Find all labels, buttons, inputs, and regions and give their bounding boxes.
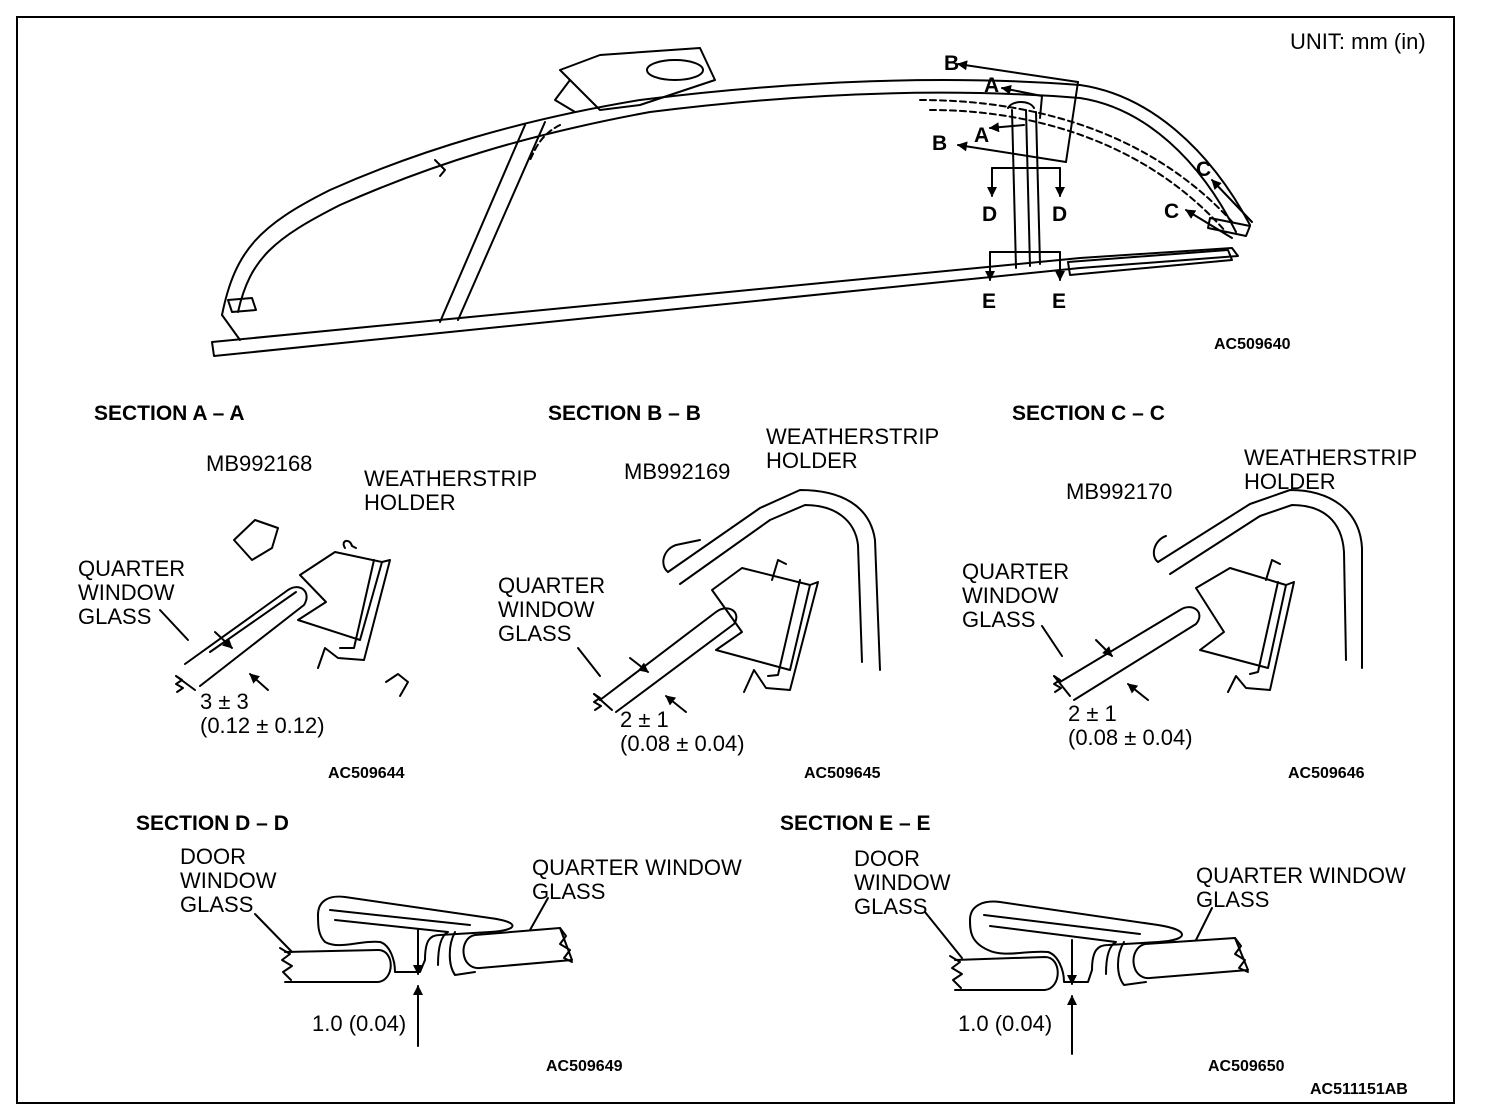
section-aa-glass: QUARTER WINDOW GLASS [78, 556, 186, 629]
section-bb-title: SECTION B – B [548, 402, 701, 425]
section-dd-dim: 1.0 (0.04) [312, 1011, 407, 1036]
marker-c-lower: C [1164, 200, 1180, 223]
section-aa-title: SECTION A – A [94, 402, 245, 425]
section-cc-glass: QUARTER WINDOW GLASS [962, 559, 1070, 632]
section-dd-quarter: QUARTER WINDOW GLASS [532, 855, 742, 904]
marker-a-upper: A [984, 74, 1000, 97]
section-cc-dim-in: (0.08 ± 0.04) [1068, 725, 1193, 750]
section-dd-title: SECTION D – D [136, 812, 289, 835]
section-cc-dim: 2 ± 1 [1068, 701, 1117, 726]
section-ee-drawing [924, 900, 1249, 1055]
overview-drawing [211, 47, 1253, 357]
section-cc-tool: MB992170 [1066, 479, 1173, 504]
section-bb-holder: WEATHERSTRIP HOLDER [766, 424, 940, 473]
marker-b-lower: B [932, 132, 948, 155]
section-dd-door: DOOR WINDOW GLASS [180, 844, 277, 917]
section-aa-dim: 3 ± 3 [200, 689, 249, 714]
section-ee-dim: 1.0 (0.04) [958, 1011, 1053, 1036]
section-aa-drawing [159, 519, 409, 697]
section-callout-lines [957, 60, 1253, 281]
section-aa-code: AC509644 [328, 765, 405, 782]
section-bb-dim-in: (0.08 ± 0.04) [620, 731, 745, 756]
section-bb-glass: QUARTER WINDOW GLASS [498, 573, 606, 646]
marker-d-right: D [1052, 203, 1068, 226]
section-ee-title: SECTION E – E [780, 812, 931, 835]
overview-code: AC509640 [1214, 336, 1291, 353]
marker-c-upper: C [1196, 158, 1212, 181]
section-dd-drawing [254, 895, 573, 1047]
section-aa-dim-in: (0.12 ± 0.12) [200, 713, 325, 738]
section-ee-quarter: QUARTER WINDOW GLASS [1196, 863, 1406, 912]
section-cc-drawing [1041, 489, 1363, 701]
section-dd-code: AC509649 [546, 1058, 623, 1075]
section-aa-holder: WEATHERSTRIP HOLDER [364, 466, 538, 515]
section-ee-door: DOOR WINDOW GLASS [854, 846, 951, 919]
section-cc-holder: WEATHERSTRIP HOLDER [1244, 445, 1418, 494]
section-bb-dim: 2 ± 1 [620, 707, 669, 732]
section-bb-code: AC509645 [804, 765, 881, 782]
marker-e-left: E [982, 290, 997, 313]
section-cc-code: AC509646 [1288, 765, 1365, 782]
unit-label: UNIT: mm (in) [1290, 29, 1426, 54]
section-bb-tool: MB992169 [624, 459, 731, 484]
section-bb-drawing [577, 489, 881, 713]
marker-d-left: D [982, 203, 998, 226]
marker-e-right: E [1052, 290, 1067, 313]
section-ee-code: AC509650 [1208, 1058, 1285, 1075]
section-aa-tool: MB992168 [206, 451, 313, 476]
section-cc-title: SECTION C – C [1012, 402, 1165, 425]
marker-b-upper: B [944, 52, 960, 75]
figure-code: AC511151AB [1310, 1081, 1408, 1098]
diagram-frame [16, 16, 1455, 1104]
marker-a-lower: A [974, 124, 990, 147]
